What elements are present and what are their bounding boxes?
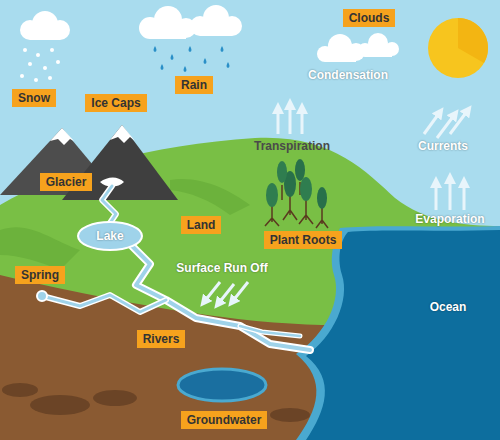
area-label: Surface Run Off xyxy=(176,261,267,275)
area-label: Condensation xyxy=(308,68,388,82)
label-tag: Glacier xyxy=(40,173,93,191)
label-tag: Spring xyxy=(15,266,65,284)
tag-text: Land xyxy=(187,218,216,232)
clouds xyxy=(20,5,399,62)
tag-text: Plant Roots xyxy=(270,233,337,247)
label-tag: Clouds xyxy=(343,9,396,27)
tag-text: Snow xyxy=(18,91,50,105)
tag-text: Groundwater xyxy=(187,413,262,427)
label-tag: Snow xyxy=(12,89,56,107)
tag-text: Ice Caps xyxy=(91,96,140,110)
label-tag: Land xyxy=(181,216,222,234)
rock xyxy=(2,383,38,397)
rock xyxy=(93,390,137,406)
groundwater-pool xyxy=(178,369,266,401)
raindrops xyxy=(154,46,230,72)
label-tag: Ice Caps xyxy=(85,94,146,112)
rock xyxy=(30,395,90,415)
tag-text: Spring xyxy=(21,268,59,282)
area-label: Transpiration xyxy=(254,139,330,153)
area-label: Lake xyxy=(96,229,123,243)
label-tag: Rivers xyxy=(137,330,186,348)
label-tag: Rain xyxy=(175,76,213,94)
ice-cap xyxy=(110,125,135,143)
lake xyxy=(78,222,142,250)
ocean xyxy=(306,230,500,440)
river-system xyxy=(42,186,310,350)
land-shade xyxy=(170,179,250,215)
rock xyxy=(270,408,310,422)
land-shade xyxy=(0,227,80,270)
area-label: Ocean xyxy=(430,300,467,314)
ice-cap xyxy=(50,128,74,145)
sun-shade xyxy=(458,18,488,63)
area-label: Evaporation xyxy=(415,212,484,226)
tag-text: Clouds xyxy=(349,11,390,25)
tag-text: Rivers xyxy=(143,332,180,346)
trees xyxy=(265,159,328,228)
shore-water xyxy=(296,226,500,440)
spring-source xyxy=(37,291,47,301)
sun xyxy=(428,18,488,78)
area-label: Currents xyxy=(418,139,468,153)
label-tag: Groundwater xyxy=(181,411,268,429)
label-tag: Plant Roots xyxy=(264,231,343,249)
tag-text: Rain xyxy=(181,78,207,92)
snowflakes xyxy=(20,48,60,82)
tag-text: Glacier xyxy=(46,175,87,189)
